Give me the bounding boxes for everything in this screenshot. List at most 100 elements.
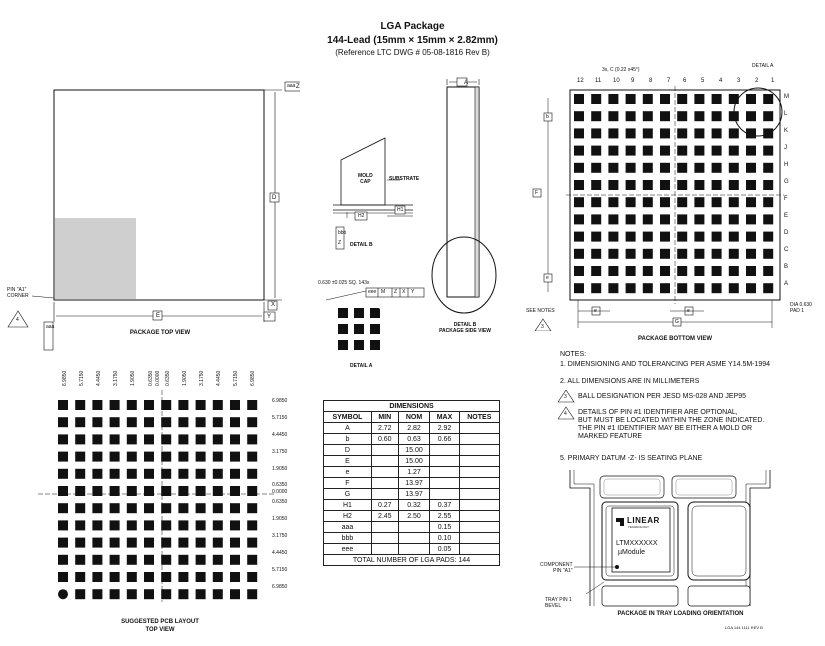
pcb-pad <box>126 417 137 428</box>
bottom-pad <box>711 128 722 139</box>
bottom-pad <box>694 111 705 122</box>
table-cell: aaa <box>323 521 372 533</box>
pcb-top-label: 5.7150 <box>233 370 239 386</box>
bottom-pad <box>642 231 653 242</box>
bottom-pad <box>694 214 705 225</box>
bottom-pad <box>574 197 584 208</box>
bottom-pad <box>660 162 670 173</box>
dimensions-header-cell: SYMBOL <box>323 411 372 423</box>
bottom-pad <box>625 111 636 122</box>
pcb-layout-label: SUGGESTED PCB LAYOUT TOP VIEW <box>121 619 199 633</box>
pcb-pad <box>126 434 137 445</box>
bottom-pad <box>746 266 756 276</box>
pcb-pad <box>126 451 137 462</box>
pcb-pad <box>230 520 240 531</box>
bottom-pad <box>711 283 722 294</box>
dimensions-caption: DIMENSIONS <box>323 400 500 412</box>
bottom-pad <box>728 266 739 276</box>
column-label: 7 <box>667 78 671 84</box>
pcb-pad <box>92 486 103 496</box>
bottom-pad <box>591 180 602 190</box>
column-label: 12 <box>577 78 584 84</box>
table-cell <box>458 466 501 478</box>
pcb-pad <box>144 520 154 531</box>
table-cell <box>458 455 501 467</box>
pcb-pad <box>144 503 154 514</box>
pcb-pad <box>230 503 240 514</box>
pcb-pad <box>58 417 68 428</box>
pcb-pad <box>230 417 240 428</box>
pcb-pad <box>212 434 223 445</box>
pcb-pad <box>109 537 120 548</box>
pcb-pad <box>178 434 189 445</box>
chamfer-label: 3x, C (0.22 x45°) <box>602 67 640 73</box>
table-cell: H1 <box>323 499 372 511</box>
bottom-pad <box>608 283 619 294</box>
bottom-pad <box>763 145 774 156</box>
pcb-pad <box>109 417 120 428</box>
table-cell: 0.60 <box>370 433 399 445</box>
pcb-top-label: 3.1750 <box>199 370 205 386</box>
note-3-flag: 3 <box>541 324 544 330</box>
bottom-pad <box>677 128 688 139</box>
row-label: G <box>784 179 789 185</box>
pcb-pad <box>144 486 154 496</box>
dimensions-footer: TOTAL NUMBER OF LGA PADS: 144 <box>323 554 500 566</box>
pcb-pad <box>178 537 189 548</box>
bottom-pad <box>660 283 670 294</box>
table-cell: 15.00 <box>397 455 431 467</box>
bottom-pad <box>591 128 602 139</box>
bottom-pad <box>660 128 670 139</box>
table-cell <box>397 543 431 555</box>
bottom-pad <box>763 266 774 276</box>
table-cell <box>429 488 460 500</box>
bottom-pad <box>608 128 619 139</box>
pcb-top-label: 5.7150 <box>79 370 85 386</box>
table-cell: 13.97 <box>397 477 431 489</box>
pcb-pad <box>195 417 206 428</box>
pcb-pad <box>247 589 258 600</box>
bottom-pad <box>677 94 688 104</box>
pcb-pad <box>230 400 240 410</box>
pcb-pad <box>92 400 103 410</box>
bottom-pad <box>763 111 774 122</box>
pcb-pad <box>212 451 223 462</box>
bottom-pad <box>608 94 619 104</box>
pcb-pad <box>144 451 154 462</box>
bottom-pad <box>711 197 722 208</box>
bottom-pad <box>625 180 636 190</box>
bottom-pad <box>660 214 670 225</box>
bottom-pad <box>625 248 636 259</box>
table-cell: G <box>323 488 372 500</box>
pcb-pad <box>144 572 154 582</box>
pcb-pad <box>75 537 86 548</box>
pcb-top-label: 0.6350 <box>148 370 154 386</box>
bottom-pad <box>574 128 584 139</box>
pcb-pad <box>178 468 189 479</box>
bottom-pad <box>591 197 602 208</box>
table-cell: 2.72 <box>370 422 399 434</box>
pcb-pad <box>126 520 137 531</box>
table-cell <box>458 532 501 544</box>
detail-a-pads <box>338 308 380 350</box>
pcb-top-label: 1.9050 <box>130 370 136 386</box>
table-cell: H2 <box>323 510 372 522</box>
table-cell: 0.15 <box>429 521 460 533</box>
pcb-pad <box>75 520 86 531</box>
pcb-pad <box>58 400 68 410</box>
bottom-pad <box>694 145 705 156</box>
pcb-pad <box>161 400 172 410</box>
bottom-pad <box>746 94 756 104</box>
bottom-pad <box>660 180 670 190</box>
bottom-pad <box>677 266 688 276</box>
module-name: µModule <box>618 549 645 556</box>
pcb-pad <box>195 572 206 582</box>
bottom-pad <box>625 214 636 225</box>
table-cell: E <box>323 455 372 467</box>
pcb-pad <box>92 520 103 531</box>
pcb-right-label: 6.9850 <box>272 398 288 404</box>
